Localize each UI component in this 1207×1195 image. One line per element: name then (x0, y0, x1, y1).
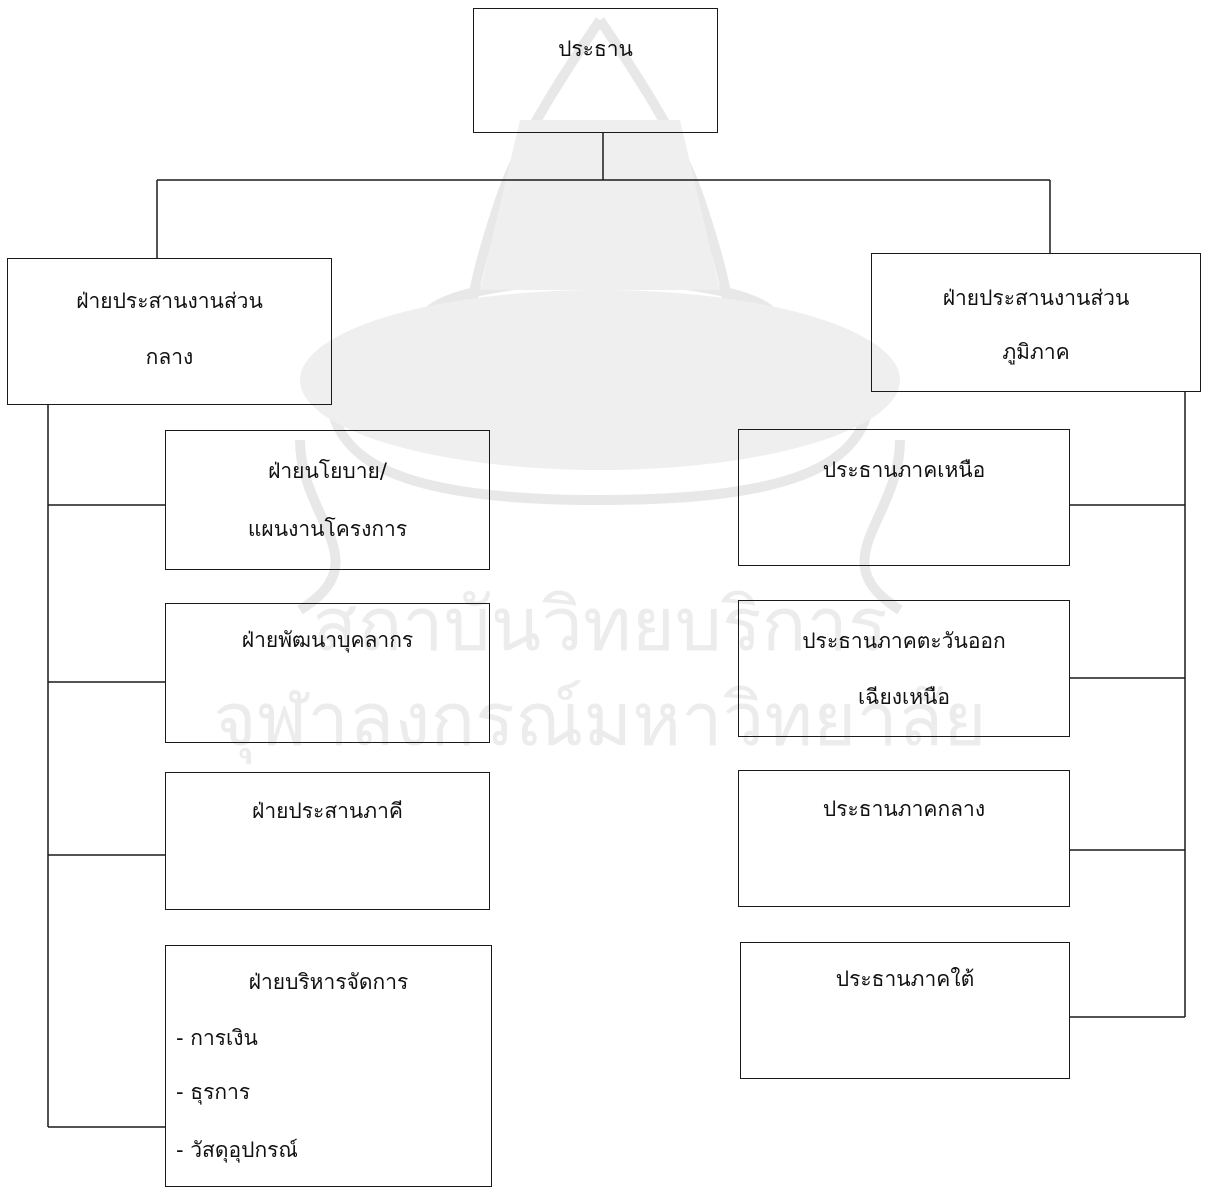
central-unit-admin-box: ฝ่ายบริหารจัดการ - การเงิน - ธุรการ - วั… (165, 945, 492, 1187)
regional-unit-northeast-box: ประธานภาคตะวันออก เฉียงเหนือ (738, 600, 1070, 737)
regional-unit-north-box: ประธานภาคเหนือ (738, 429, 1070, 566)
regional-division-label-line-2: ภูมิภาค (1002, 340, 1070, 364)
central-unit-policy-line-2: แผนงานโครงการ (247, 517, 408, 541)
regional-division-box: ฝ่ายประสานงานส่วน ภูมิภาค (871, 253, 1201, 392)
root-box: ประธาน (473, 8, 718, 133)
regional-unit-central-box: ประธานภาคกลาง (738, 770, 1070, 907)
central-unit-partners-box: ฝ่ายประสานภาคี (165, 772, 490, 910)
central-unit-hr-box: ฝ่ายพัฒนาบุคลากร (165, 603, 490, 743)
regional-unit-south-line-1: ประธานภาคใต้ (835, 967, 975, 991)
regional-unit-south-box: ประธานภาคใต้ (740, 942, 1070, 1079)
central-unit-policy-box: ฝ่ายนโยบาย/ แผนงานโครงการ (165, 430, 490, 570)
central-unit-admin-line-1: ฝ่ายบริหารจัดการ (248, 970, 409, 994)
central-unit-admin-item-clerical: - ธุรการ (176, 1080, 251, 1104)
regional-unit-northeast-line-2: เฉียงเหนือ (857, 685, 951, 709)
regional-unit-central-line-1: ประธานภาคกลาง (822, 797, 986, 821)
regional-unit-northeast-line-1: ประธานภาคตะวันออก (802, 629, 1006, 653)
central-unit-hr-line-1: ฝ่ายพัฒนาบุคลากร (241, 628, 414, 652)
central-unit-partners-line-1: ฝ่ายประสานภาคี (252, 799, 403, 823)
regional-division-label-line-1: ฝ่ายประสานงานส่วน (942, 286, 1130, 310)
central-division-box: ฝ่ายประสานงานส่วน กลาง (7, 258, 332, 405)
central-unit-admin-item-supplies: - วัสดุอุปกรณ์ (176, 1138, 298, 1162)
central-division-label-line-2: กลาง (145, 345, 194, 369)
central-unit-admin-item-finance: - การเงิน (176, 1026, 258, 1050)
central-division-label-line-1: ฝ่ายประสานงานส่วน (76, 289, 263, 313)
regional-unit-north-line-1: ประธานภาคเหนือ (822, 458, 986, 482)
central-unit-policy-line-1: ฝ่ายนโยบาย/ (268, 459, 387, 483)
root-label: ประธาน (558, 37, 633, 61)
